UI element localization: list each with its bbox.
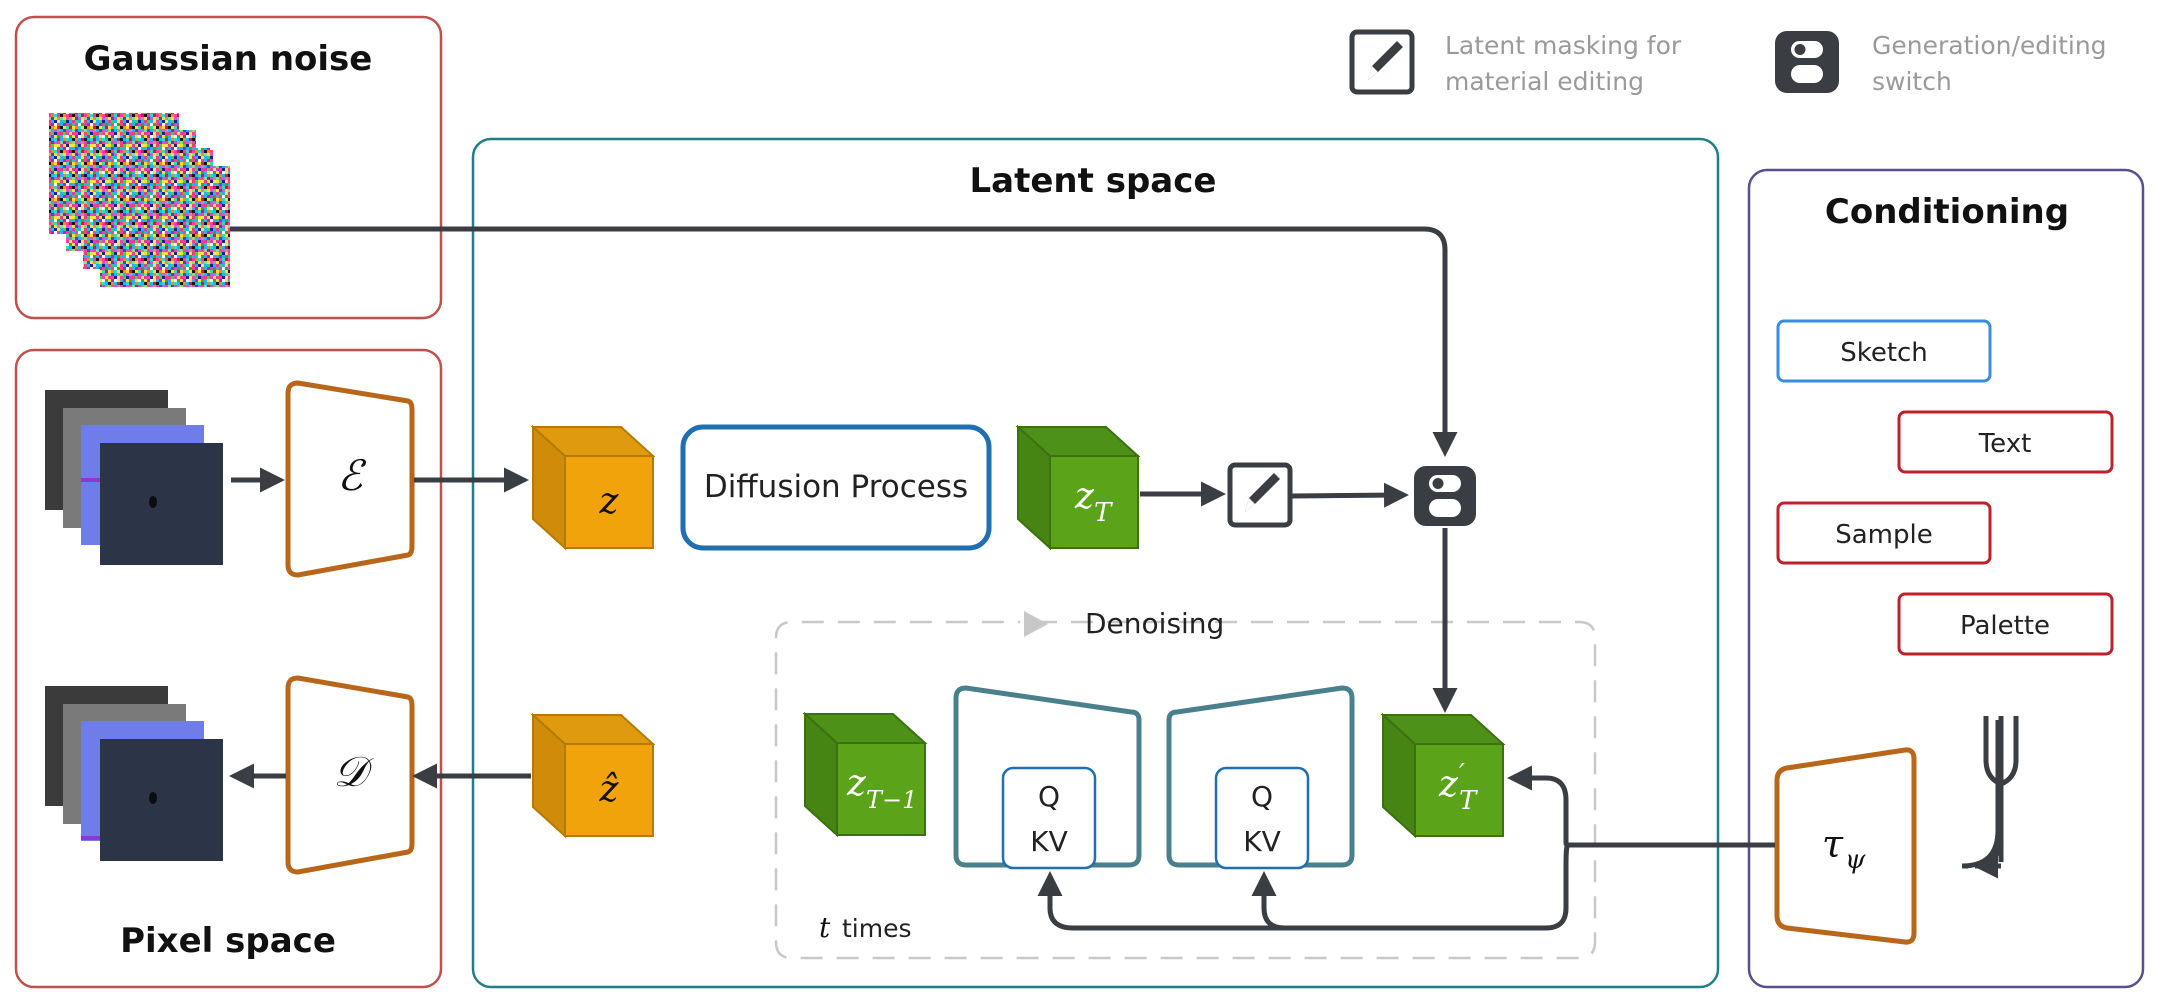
arrow-noise-to-switch bbox=[230, 226, 1458, 457]
palette-label: Palette bbox=[1960, 611, 2050, 641]
material-map bbox=[100, 739, 223, 861]
unet-q-label: Q bbox=[1251, 780, 1273, 813]
legend-pencil-icon-frame bbox=[1349, 29, 1415, 95]
cube-z: z bbox=[530, 424, 656, 551]
output-material-maps bbox=[45, 686, 223, 861]
denoising-label: Denoising bbox=[1085, 607, 1224, 640]
cube-z-hat-label: ẑ bbox=[599, 769, 620, 810]
gaussian-noise-panel: Gaussian noise bbox=[14, 15, 443, 320]
condition-merge-branches bbox=[1974, 716, 2019, 869]
pixel-space-title: Pixel space bbox=[120, 921, 336, 961]
unet-kv-label: KV bbox=[1243, 825, 1281, 858]
unet-block-1: Q KV bbox=[953, 685, 1142, 870]
diffusion-process-box: Diffusion Process bbox=[680, 424, 992, 551]
toggle-switch-icon bbox=[1414, 466, 1476, 526]
cube-z-T: z T bbox=[1015, 424, 1141, 551]
legend-switch-line2: switch bbox=[1872, 67, 1952, 96]
diffusion-process-label: Diffusion Process bbox=[704, 469, 968, 505]
cube-z-T-1: z T−1 bbox=[802, 711, 928, 838]
denoising-loop: Denoising t times bbox=[774, 607, 1597, 960]
arrow-tau-to-z-prime bbox=[1507, 765, 1775, 848]
arrows bbox=[229, 226, 2001, 931]
unet-block-2: Q KV bbox=[1166, 685, 1355, 870]
conditioning-text: Text bbox=[1897, 410, 2114, 474]
gaussian-noise-title: Gaussian noise bbox=[84, 39, 373, 79]
pencil-icon bbox=[1368, 41, 1403, 80]
svg-text:z: z bbox=[1074, 476, 1095, 517]
text-label: Text bbox=[1978, 429, 2032, 459]
cube-z-prime-T: z ′ T bbox=[1380, 712, 1506, 839]
unet-q-label: Q bbox=[1038, 780, 1060, 813]
svg-text:z: z bbox=[846, 763, 867, 804]
cross-attention-box bbox=[1214, 766, 1310, 870]
conditioning-panel: Conditioning bbox=[1747, 168, 2145, 989]
latent-space-panel: Latent space bbox=[471, 137, 1720, 989]
arrow-tau-to-unet1 bbox=[1037, 871, 1285, 931]
cross-attention-box bbox=[1001, 766, 1097, 870]
legend-switch-line1: Generation/editing bbox=[1872, 31, 2107, 60]
cube-z-T-subscript: T bbox=[1094, 498, 1113, 528]
cube-z-prime-sup: ′ bbox=[1459, 759, 1465, 789]
material-map bbox=[100, 443, 223, 565]
denoising-direction-icon bbox=[1024, 611, 1048, 637]
sketch-label: Sketch bbox=[1840, 338, 1928, 368]
cube-z-prime-subscript: T bbox=[1459, 786, 1478, 816]
conditioning-palette: Palette bbox=[1897, 592, 2114, 656]
tau-subscript: ψ bbox=[1845, 845, 1866, 875]
arrow-tau-to-unet2 bbox=[1251, 842, 1570, 931]
pencil-icon bbox=[1245, 473, 1280, 512]
arrow-mask-to-switch bbox=[1291, 482, 1409, 508]
input-material-maps bbox=[45, 390, 223, 565]
decoder: 𝒟 bbox=[285, 675, 415, 875]
conditioning-sketch: Sketch bbox=[1776, 319, 1992, 383]
cube-z-hat: ẑ bbox=[530, 712, 656, 839]
noise-image-stack bbox=[49, 113, 230, 287]
generation-editing-switch bbox=[1414, 466, 1476, 526]
encoder-symbol: ℰ bbox=[337, 451, 367, 500]
legend-switch: Generation/editing switch bbox=[1775, 31, 2107, 96]
toggle-switch-icon bbox=[1775, 31, 1839, 93]
sample-label: Sample bbox=[1835, 520, 1933, 550]
latent-space-title: Latent space bbox=[970, 161, 1217, 201]
legend-masking: Latent masking for material editing bbox=[1349, 29, 1682, 96]
cube-z-T-1-subscript: T−1 bbox=[866, 786, 917, 814]
t-symbol: t bbox=[819, 911, 831, 944]
conditioning-encoder: τ ψ bbox=[1774, 747, 1917, 945]
legend-masking-line2: material editing bbox=[1445, 67, 1644, 96]
svg-text:z: z bbox=[1438, 764, 1459, 805]
encoder: ℰ bbox=[285, 380, 415, 578]
conditioning-title: Conditioning bbox=[1825, 192, 2069, 232]
times-label: times bbox=[842, 914, 912, 943]
pixel-space-panel: Pixel space bbox=[14, 348, 443, 989]
masking-pencil bbox=[1227, 462, 1293, 528]
legend-masking-line1: Latent masking for bbox=[1445, 31, 1682, 60]
unet-kv-label: KV bbox=[1030, 825, 1068, 858]
conditioning-sample: Sample bbox=[1776, 501, 1992, 565]
cube-z-label: z bbox=[599, 481, 620, 522]
noise-image bbox=[100, 166, 230, 287]
svg-text:τ: τ bbox=[1822, 822, 1844, 866]
